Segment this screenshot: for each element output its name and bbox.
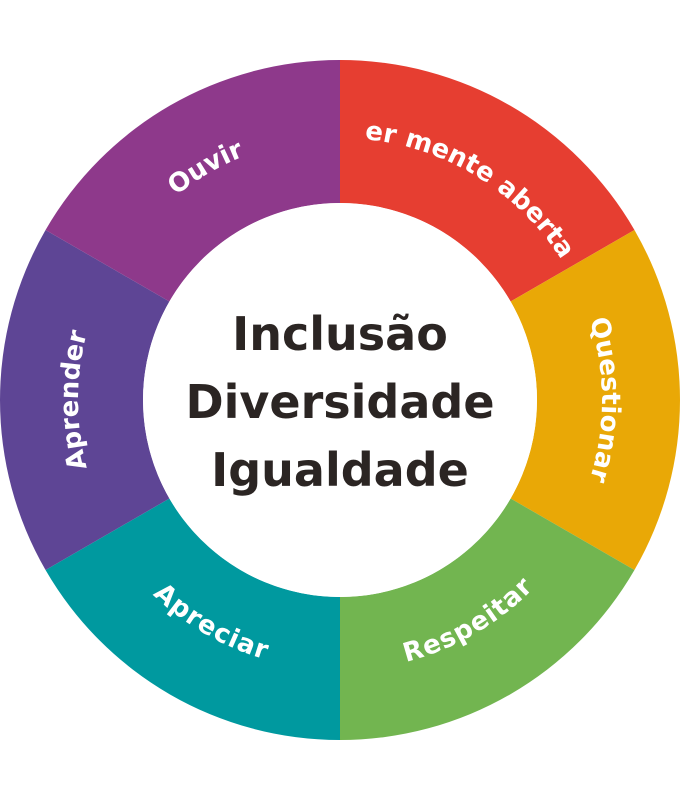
center-circle — [143, 203, 537, 597]
wheel-segments — [0, 60, 680, 740]
segment-aprender — [0, 230, 170, 570]
center-line-2: Diversidade — [185, 375, 494, 429]
center-line-3: Igualdade — [211, 443, 469, 497]
segment-ouvir — [45, 60, 340, 302]
center-text: Inclusão Diversidade Igualdade — [185, 307, 494, 497]
center-line-1: Inclusão — [232, 307, 448, 361]
segment-questionar — [510, 230, 680, 570]
segment-ter-mente-aberta — [340, 60, 635, 302]
segment-respeitar — [340, 498, 635, 740]
segment-apreciar — [45, 498, 340, 740]
